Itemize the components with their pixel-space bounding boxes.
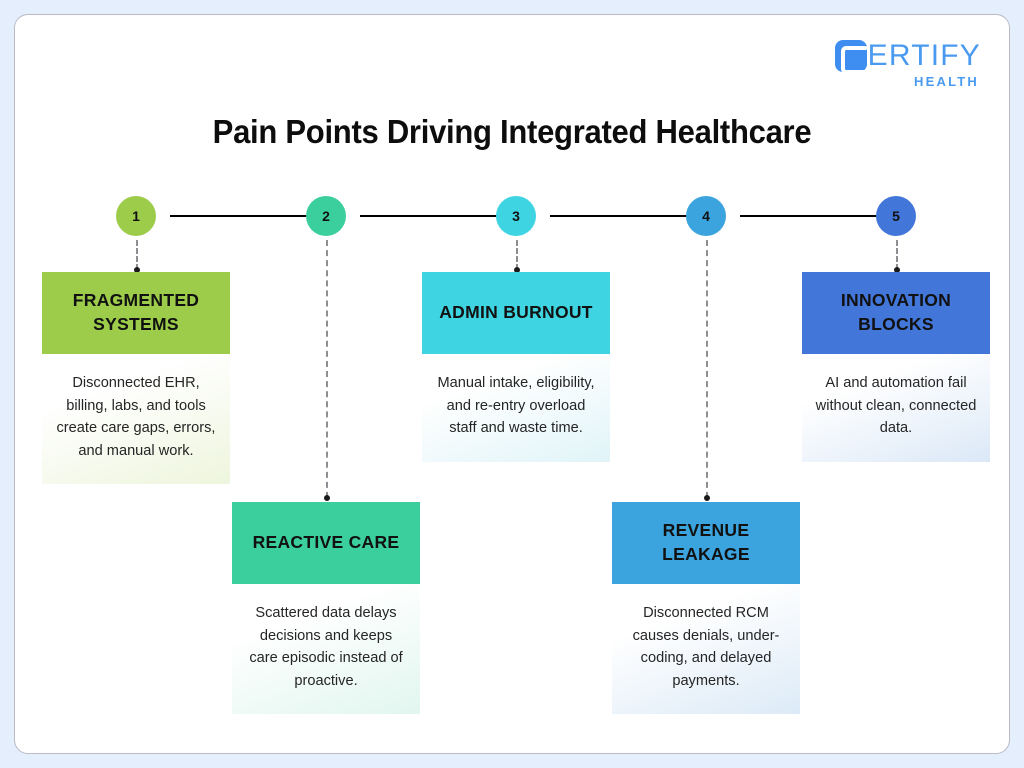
connector-line-1 [136, 240, 138, 270]
pain-point-card-4[interactable]: REVENUE LEAKAGE Disconnected RCM causes … [612, 502, 800, 715]
timeline-node-1[interactable]: 1 [116, 196, 156, 236]
certify-c-mark-icon [834, 40, 870, 74]
pain-point-card-3[interactable]: ADMIN BURNOUT Manual intake, eligibility… [422, 272, 610, 462]
pain-point-card-1-heading: FRAGMENTED SYSTEMS [42, 272, 230, 354]
timeline-node-4-label: 4 [702, 208, 710, 224]
axis-segment-4-5 [740, 215, 881, 217]
axis-segment-1-2 [170, 215, 312, 217]
pain-point-card-5-heading: INNOVATION BLOCKS [802, 272, 990, 354]
connector-line-5 [896, 240, 898, 270]
timeline-axis: 1 2 3 4 5 [15, 196, 1009, 242]
connector-line-3 [516, 240, 518, 270]
timeline-node-2[interactable]: 2 [306, 196, 346, 236]
connector-line-2 [326, 240, 328, 498]
pain-point-card-4-heading: REVENUE LEAKAGE [612, 502, 800, 584]
infographic-canvas: ERTIFY HEALTH Pain Points Driving Integr… [14, 14, 1010, 754]
timeline-node-1-label: 1 [132, 208, 140, 224]
axis-segment-3-4 [550, 215, 691, 217]
certify-health-logo: ERTIFY HEALTH [801, 39, 981, 93]
timeline-node-4[interactable]: 4 [686, 196, 726, 236]
logo-word: ERTIFY [867, 39, 981, 72]
timeline-node-5-label: 5 [892, 208, 900, 224]
timeline-node-5[interactable]: 5 [876, 196, 916, 236]
connector-line-4 [706, 240, 708, 498]
pain-point-card-5-body: AI and automation fail without clean, co… [802, 354, 990, 462]
pain-point-card-1-body: Disconnected EHR, billing, labs, and too… [42, 354, 230, 485]
timeline-node-3-label: 3 [512, 208, 520, 224]
pain-point-card-2-body: Scattered data delays decisions and keep… [232, 584, 420, 715]
pain-point-card-3-body: Manual intake, eligibility, and re-entry… [422, 354, 610, 462]
pain-point-card-2-heading: REACTIVE CARE [232, 502, 420, 584]
logo-wordmark-row: ERTIFY [801, 39, 981, 74]
page-title: Pain Points Driving Integrated Healthcar… [212, 113, 812, 150]
pain-point-card-1[interactable]: FRAGMENTED SYSTEMS Disconnected EHR, bil… [42, 272, 230, 485]
connector-dot-4 [704, 495, 710, 501]
pain-point-card-2[interactable]: REACTIVE CARE Scattered data delays deci… [232, 502, 420, 715]
connector-dot-5 [894, 267, 900, 273]
pain-point-card-3-heading: ADMIN BURNOUT [422, 272, 610, 354]
pain-point-card-4-body: Disconnected RCM causes denials, under-c… [612, 584, 800, 715]
connector-dot-2 [324, 495, 330, 501]
connector-dot-3 [514, 267, 520, 273]
pain-point-card-5[interactable]: INNOVATION BLOCKS AI and automation fail… [802, 272, 990, 462]
logo-subtitle: HEALTH [914, 74, 979, 89]
timeline-node-3[interactable]: 3 [496, 196, 536, 236]
timeline-node-2-label: 2 [322, 208, 330, 224]
axis-segment-2-3 [360, 215, 501, 217]
connector-dot-1 [134, 267, 140, 273]
